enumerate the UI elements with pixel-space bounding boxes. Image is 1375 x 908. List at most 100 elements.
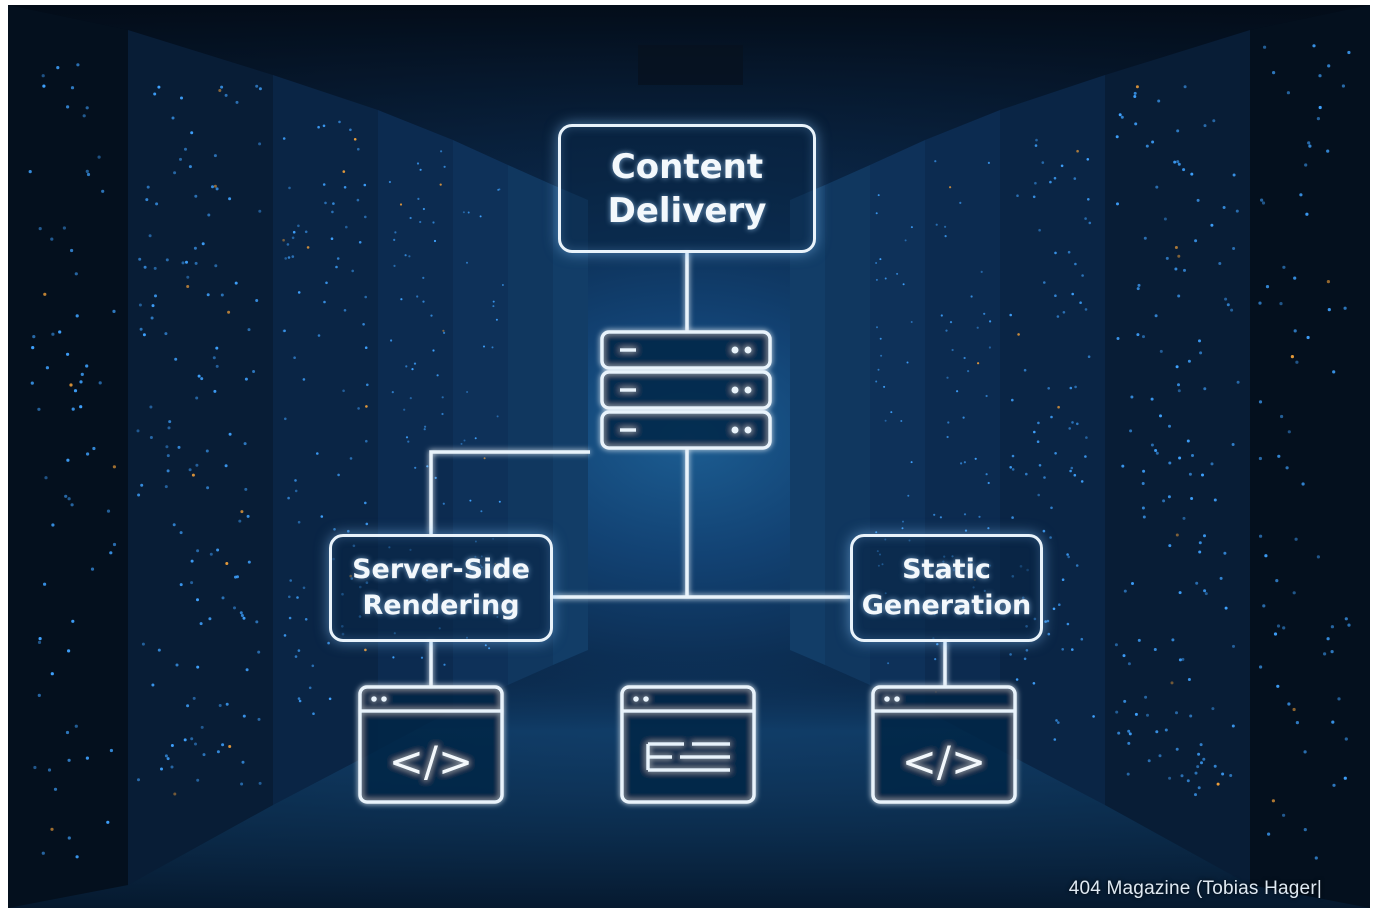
- rack-led: [426, 465, 429, 468]
- rack-led: [239, 611, 243, 615]
- rack-led: [1115, 135, 1119, 139]
- rack-led: [963, 513, 967, 516]
- rack-led: [364, 215, 367, 219]
- rack-led: [409, 397, 412, 400]
- rack-led: [166, 757, 170, 761]
- rack-led: [963, 461, 967, 464]
- rack-led: [327, 641, 330, 645]
- rack-led: [193, 246, 197, 250]
- rack-led: [294, 479, 297, 482]
- rack-led: [170, 744, 174, 747]
- rack-led: [1009, 313, 1012, 317]
- rack-led: [1150, 397, 1154, 401]
- rack-led: [70, 503, 74, 507]
- rack-led: [1043, 476, 1046, 479]
- rack-led: [236, 575, 239, 579]
- rack-led: [286, 243, 290, 246]
- rack-led: [173, 792, 177, 796]
- rack-led: [1221, 772, 1225, 776]
- rack-led: [1343, 306, 1347, 310]
- rack-led: [331, 210, 334, 214]
- rack-led: [289, 579, 293, 582]
- rack-led: [1162, 499, 1166, 503]
- rack-led: [358, 241, 362, 244]
- rack-led: [985, 473, 988, 476]
- rack-led: [181, 261, 185, 265]
- rack-led: [184, 147, 187, 151]
- rack-led: [1180, 774, 1184, 778]
- rack-led: [1058, 603, 1061, 606]
- rack-led: [1084, 217, 1087, 220]
- rack-led: [962, 416, 965, 419]
- rack-led: [241, 760, 245, 764]
- rack-led: [1135, 85, 1139, 89]
- rack-led: [37, 640, 42, 645]
- rack-led: [186, 275, 190, 279]
- rack-led: [1137, 283, 1141, 287]
- rack-led: [183, 738, 187, 742]
- rack-led: [312, 712, 315, 715]
- rack-led: [364, 346, 368, 350]
- rack-led: [1035, 138, 1038, 142]
- rack-led: [1212, 119, 1216, 123]
- rack-led: [160, 767, 163, 771]
- rack-led: [211, 185, 214, 189]
- rack-led: [1150, 443, 1154, 447]
- rack-led: [1285, 466, 1289, 470]
- rack-led: [1034, 181, 1037, 185]
- rack-led: [164, 754, 168, 758]
- rack-led: [153, 92, 157, 96]
- rack-led: [1176, 160, 1180, 164]
- rack-led: [399, 203, 403, 206]
- rack-led: [1025, 649, 1029, 652]
- rack-led: [85, 364, 89, 368]
- rack-led: [1260, 198, 1264, 202]
- rack-led: [172, 523, 176, 527]
- rack-led: [50, 672, 54, 676]
- rack-led: [1049, 180, 1052, 184]
- rack-led: [491, 346, 494, 349]
- rack-led: [1190, 497, 1194, 500]
- rack-led: [221, 743, 225, 747]
- rack-led: [1133, 95, 1137, 98]
- rack-led: [1070, 466, 1074, 470]
- rack-led: [302, 378, 306, 381]
- rack-led: [71, 619, 75, 623]
- rack-led: [258, 781, 262, 785]
- rack-led: [1175, 533, 1179, 537]
- rack-led: [1306, 335, 1310, 340]
- rack-led: [1167, 495, 1171, 499]
- rack-led: [1171, 638, 1175, 642]
- rack-led: [51, 523, 55, 527]
- rack-led: [439, 183, 442, 186]
- rack-led: [67, 836, 71, 840]
- rack-led: [179, 157, 182, 161]
- rack-led: [946, 435, 949, 439]
- rack-led: [1118, 113, 1122, 117]
- rack-led: [896, 272, 899, 275]
- rack-led: [196, 549, 200, 553]
- rack-led: [112, 465, 116, 469]
- rack-led: [413, 362, 417, 365]
- rack-led: [1326, 280, 1330, 284]
- rack-led: [246, 514, 250, 518]
- rack-led: [333, 528, 336, 531]
- rack-led: [316, 452, 319, 455]
- rack-led: [206, 486, 210, 490]
- rack-led: [1292, 707, 1296, 712]
- rack-led: [951, 348, 954, 352]
- rack-led: [1032, 682, 1036, 685]
- rack-led: [157, 648, 161, 652]
- rack-led: [1174, 246, 1178, 249]
- rack-led: [291, 236, 295, 240]
- rack-led: [933, 513, 936, 516]
- rack-led: [432, 221, 435, 224]
- rack-led: [1071, 648, 1074, 651]
- rack-led: [44, 476, 48, 480]
- rack-led: [1218, 262, 1222, 265]
- rack-led: [242, 616, 246, 620]
- rack-led: [1043, 281, 1046, 284]
- rack-led: [302, 586, 306, 590]
- rack-led: [227, 310, 231, 314]
- rack-led: [1210, 223, 1214, 227]
